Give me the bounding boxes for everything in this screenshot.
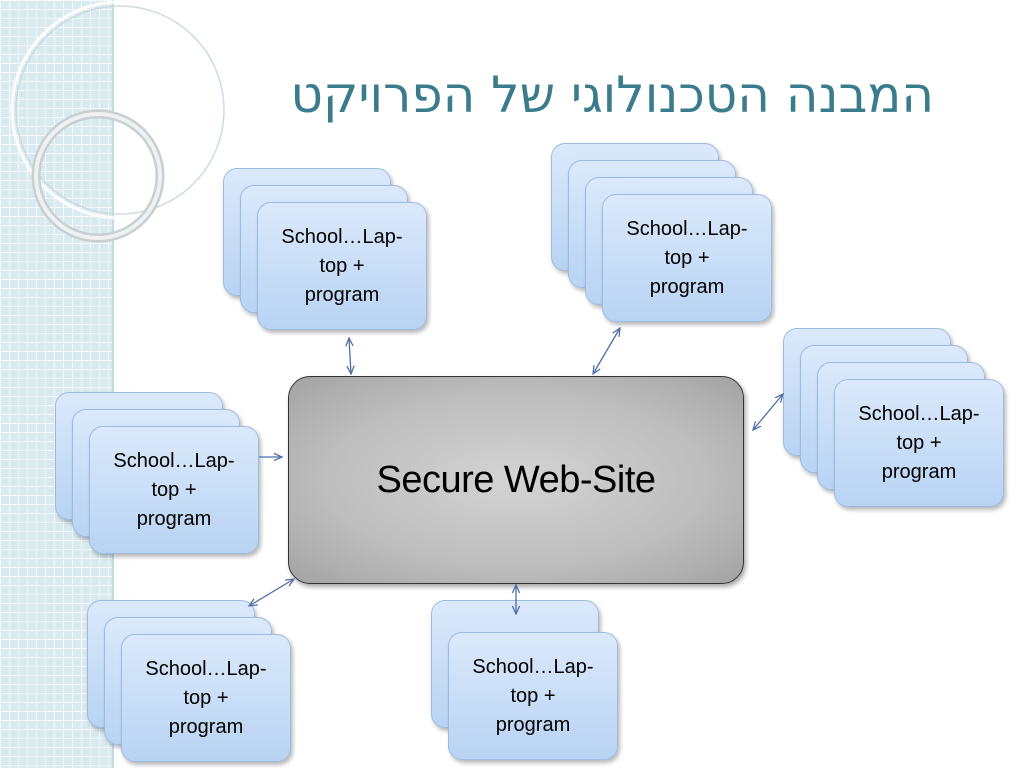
node-label-line: School…Lap- <box>145 657 267 680</box>
node-label-line: School…Lap- <box>281 225 403 248</box>
node-label-line: program <box>304 283 380 306</box>
node-label-line: School…Lap- <box>858 402 980 425</box>
node-card-top-left: School…Lap- top + program <box>257 202 427 330</box>
node-label-line: School…Lap- <box>472 655 594 678</box>
node-label-line: top + <box>896 431 942 454</box>
node-label-line: top + <box>151 478 197 501</box>
node-label-line: top + <box>510 684 556 707</box>
secure-web-site-label: Secure Web-Site <box>376 458 656 501</box>
decorative-rings <box>10 0 230 243</box>
node-label-line: top + <box>664 246 710 269</box>
node-card-bottom-center: School…Lap- top + program <box>448 632 618 760</box>
node-label-line: top + <box>183 686 229 709</box>
node-card-left: School…Lap- top + program <box>89 426 259 554</box>
node-card-top-right: School…Lap- top + program <box>602 194 772 322</box>
node-label-line: School…Lap- <box>113 449 235 472</box>
secure-web-site-box: Secure Web-Site <box>288 376 744 584</box>
arrow-bottom-left <box>249 579 294 606</box>
node-label-line: program <box>495 713 571 736</box>
node-card-right: School…Lap- top + program <box>834 379 1004 507</box>
node-card-bottom-left: School…Lap- top + program <box>121 634 291 762</box>
node-label-line: program <box>649 275 725 298</box>
node-label-line: program <box>136 507 212 530</box>
strip-divider <box>112 0 114 768</box>
node-label-line: program <box>168 715 244 738</box>
slide-title: המבנה הטכנולוגי של הפרויקט <box>290 66 934 124</box>
arrow-right <box>753 394 783 430</box>
node-label-line: School…Lap- <box>626 217 748 240</box>
node-label-line: top + <box>319 254 365 277</box>
arrow-top-left <box>349 338 351 374</box>
arrow-top-right <box>593 328 620 374</box>
node-label-line: program <box>881 460 957 483</box>
